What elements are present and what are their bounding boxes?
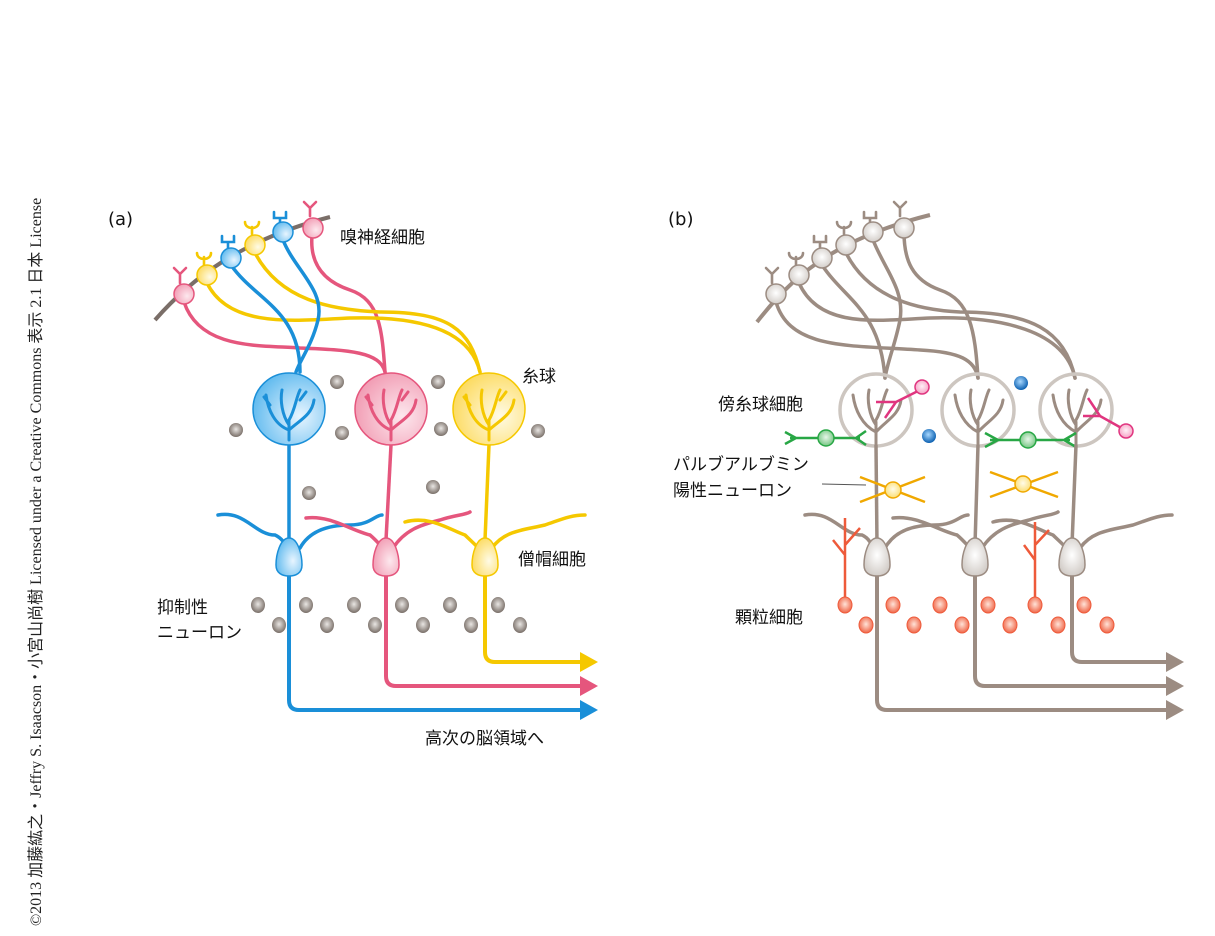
receptor-icon [195, 251, 213, 267]
olfactory-axons-b [774, 230, 1077, 380]
olfactory-axons-a [182, 234, 482, 374]
lateral-dendrites-b [803, 510, 1174, 552]
interneuron-dots-a [229, 375, 545, 500]
label-periglomerular-cell: 傍糸球細胞 [718, 395, 803, 415]
receptor-icon [787, 251, 805, 267]
label-to-higher-brain: 高次の脳領域へ [425, 729, 544, 749]
receptor-icon [172, 266, 188, 285]
periglomerular-cell [1118, 423, 1134, 439]
inhibitory-neurons-a [251, 597, 527, 633]
label-parvalbumin-1: パルブアルブミン [673, 454, 809, 475]
olfactory-neuron [196, 264, 218, 286]
receptor-icon [812, 234, 828, 250]
label-parvalbumin-2: 陽性ニューロン [673, 481, 792, 501]
panel-b: (b) [668, 200, 1184, 720]
leader-line [821, 483, 867, 486]
granule-dendrites [832, 518, 1050, 597]
arrow-icon [580, 676, 598, 696]
receptor-icon [835, 220, 853, 236]
parvalbumin-neuron [1014, 475, 1032, 493]
glomeruli-a [252, 372, 526, 446]
blue-interneuron [1014, 376, 1028, 390]
receptor-icon [764, 266, 780, 285]
label-mitral-cell: 僧帽細胞 [518, 550, 586, 570]
blue-interneuron [922, 429, 936, 443]
olfactory-neuron [220, 247, 242, 269]
olfactory-neuron [811, 247, 833, 269]
olfactory-neuron [835, 234, 857, 256]
dendritic-tuft [364, 388, 418, 442]
granule-cells [837, 596, 1115, 634]
olfactory-neuron [765, 283, 787, 305]
receptor-icon [892, 200, 908, 218]
parvalbumin-neuron [884, 481, 902, 499]
olfactory-neuron [788, 264, 810, 286]
olfactory-neuron [302, 217, 324, 239]
receptor-icon [243, 220, 261, 236]
olfactory-neuron [272, 221, 294, 243]
panel-a: (a) 嗅神経細胞 [108, 200, 598, 749]
arrow-icon [580, 652, 598, 672]
olfactory-neuron [244, 234, 266, 256]
arrow-icon [580, 700, 598, 720]
label-granule-cell: 顆粒細胞 [735, 608, 803, 628]
output-axons-a [287, 576, 582, 712]
dendritic-tuft [262, 388, 316, 442]
mitral-cells-b [863, 537, 1086, 577]
panel-b-label: (b) [668, 209, 693, 230]
label-inhibitory-neuron-1: 抑制性 [157, 598, 208, 618]
olfactory-neuron [173, 283, 195, 305]
short-axon-cell [817, 429, 835, 447]
output-axons-b [875, 576, 1168, 712]
mitral-cells-a [275, 537, 499, 577]
dendritic-tufts-b [851, 388, 1103, 447]
receptor-icon [220, 234, 236, 250]
mitral-cell [275, 537, 303, 577]
short-axon-cell [1019, 431, 1037, 449]
label-glomerulus: 糸球 [522, 367, 556, 387]
arrow-icon [1166, 700, 1184, 720]
panel-a-label: (a) [108, 209, 133, 230]
olfactory-neuron [862, 221, 884, 243]
olfactory-neuron [893, 217, 915, 239]
arrow-icon [1166, 676, 1184, 696]
label-inhibitory-neuron-2: ニューロン [157, 623, 242, 643]
dendritic-tuft [462, 388, 516, 442]
lateral-dendrites-a [216, 510, 587, 552]
periglomerular-cell [914, 379, 930, 395]
olfactory-neurons-b [765, 217, 915, 305]
label-olfactory-neuron: 嗅神経細胞 [340, 228, 425, 248]
receptor-icon [302, 200, 318, 218]
arrow-icon [1166, 652, 1184, 672]
olfactory-neurons-a [173, 217, 324, 305]
periglomerular-cells [876, 388, 1126, 432]
